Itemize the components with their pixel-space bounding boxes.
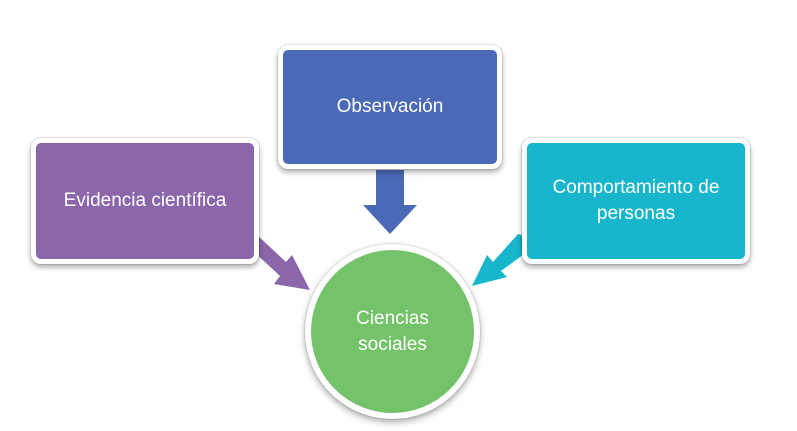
box-observacion-label: Observación bbox=[336, 96, 444, 118]
box-evidencia-cientifica-label: Evidencia científica bbox=[63, 190, 227, 212]
box-comportamiento-label: Comportamiento de personas bbox=[552, 177, 720, 224]
arrow-comportamiento-to-center bbox=[472, 234, 531, 286]
arrow-evidencia-to-center bbox=[252, 234, 310, 290]
box-evidencia-cientifica: Evidencia científica bbox=[31, 138, 259, 264]
circle-ciencias-sociales: Ciencias sociales bbox=[305, 244, 480, 419]
arrow-observacion-down bbox=[363, 170, 417, 234]
box-observacion: Observación bbox=[278, 45, 502, 169]
circle-ciencias-sociales-label: Ciencias sociales bbox=[356, 307, 429, 355]
box-comportamiento-de-personas: Comportamiento de personas bbox=[522, 138, 750, 264]
